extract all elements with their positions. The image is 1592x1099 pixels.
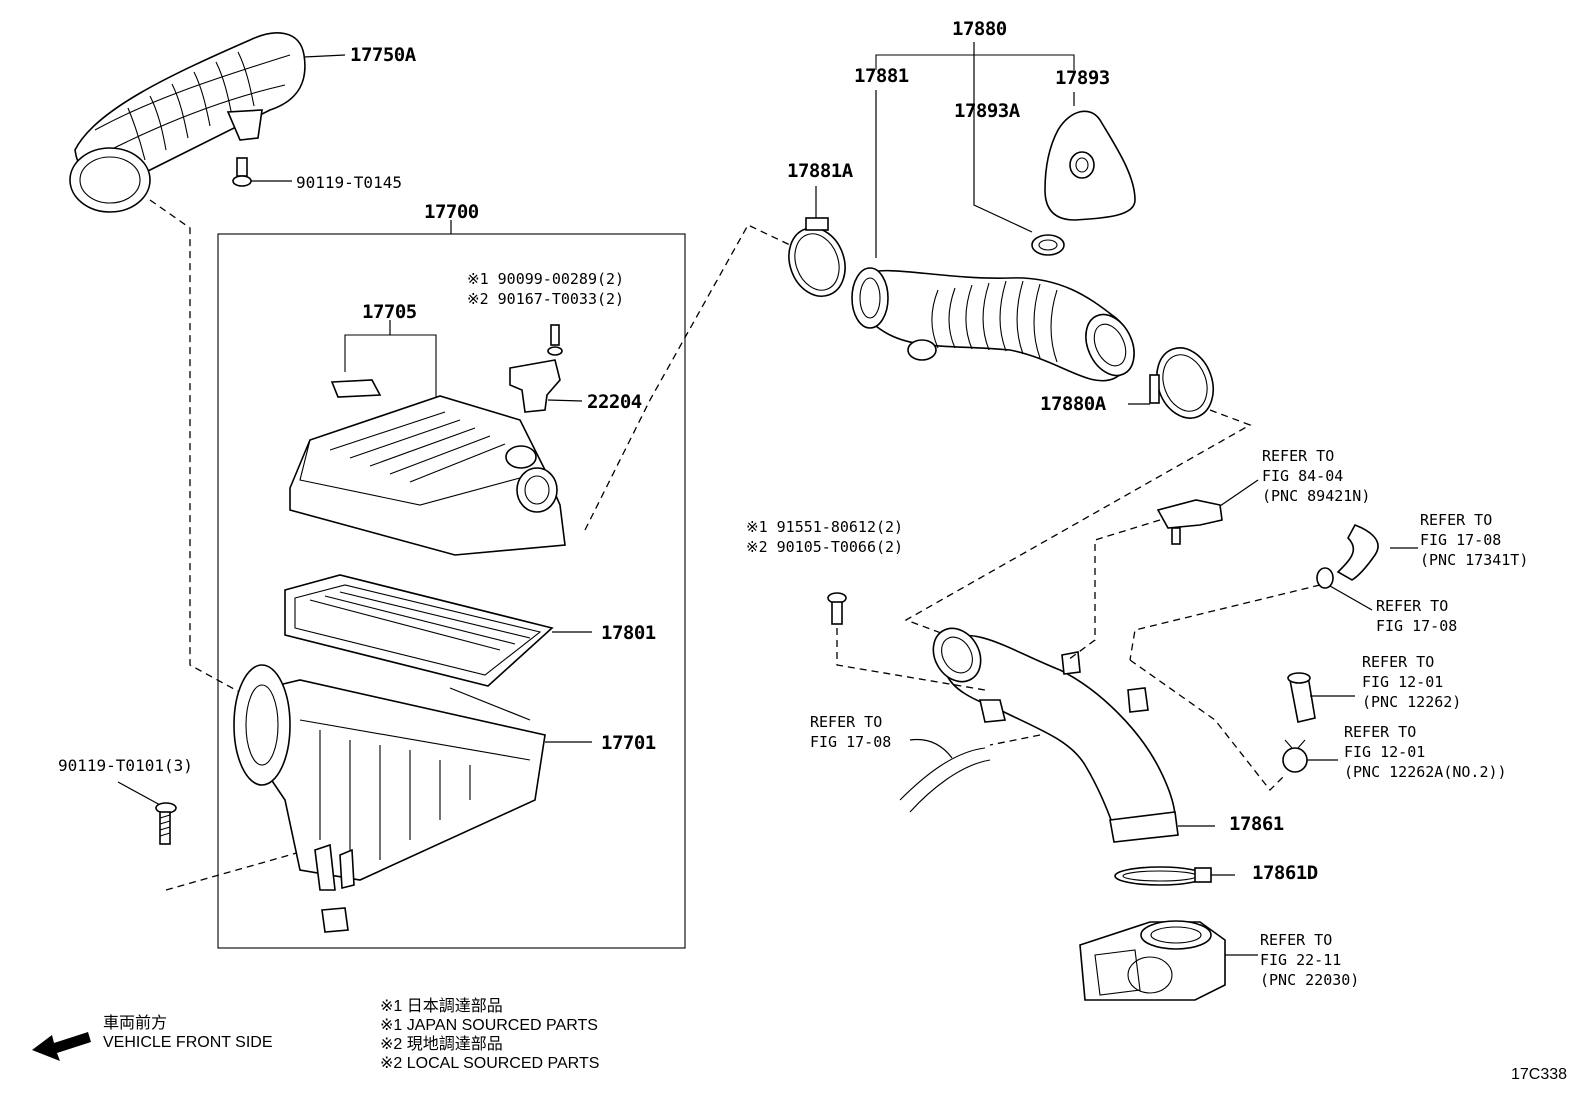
throttle-body-22030: [1079, 920, 1258, 1001]
clip-17893A: [1031, 234, 1065, 256]
direction-label-jp: 車両前方: [103, 1015, 168, 1032]
label-17880: 17880: [952, 18, 1007, 40]
hose-clamp-17881A: [788, 186, 846, 297]
label-bolt-22204-line2: ※2 90167-T0033(2): [467, 290, 625, 308]
ref-fig-17-08-left: REFER TO FIG 17-08: [810, 713, 892, 751]
ref-fig-17-08-hose: REFER TO FIG 17-08 (PNC 17341T): [1420, 511, 1529, 569]
label-17861D: 17861D: [1252, 862, 1318, 884]
note-local-sourced-jp: ※2 現地調達部品: [380, 1036, 503, 1053]
label-17750A: 17750A: [350, 44, 416, 66]
label-17893A: 17893A: [954, 100, 1020, 122]
ref-fig-12-01-a: REFER TO FIG 12-01 (PNC 12262): [1362, 653, 1462, 711]
ref-fig-84-04: REFER TO FIG 84-04 (PNC 89421N): [1262, 447, 1371, 505]
part-12262: [1287, 672, 1355, 723]
intake-duct-17750A: [69, 32, 346, 213]
ref-fig-12-01-b: REFER TO FIG 12-01 (PNC 12262A(NO.2)): [1344, 723, 1507, 781]
bolt-90119-T0101: [117, 781, 177, 845]
label-bolt-17861-line1: ※1 91551-80612(2): [746, 518, 904, 536]
clip-17-08: [1316, 567, 1373, 611]
part-12262A: [1282, 739, 1338, 773]
intake-pipe-17861: [932, 627, 1215, 843]
air-cleaner-case-17701: [233, 664, 592, 933]
label-bolt-22204-line1: ※1 90099-00289(2): [467, 270, 625, 288]
label-17880A: 17880A: [1040, 393, 1106, 415]
sensor-89421N: [1156, 479, 1259, 545]
figure-code: 17C338: [1511, 1066, 1568, 1083]
label-17881: 17881: [854, 65, 909, 87]
direction-label-en: VEHICLE FRONT SIDE: [103, 1034, 273, 1051]
vacuum-hose-17-08: [899, 738, 991, 813]
label-17705: 17705: [362, 301, 417, 323]
label-22204: 22204: [587, 391, 642, 413]
pipe-clamp-17861D: [1114, 866, 1235, 886]
label-17861: 17861: [1229, 813, 1284, 835]
vehicle-front-arrow-icon: [32, 1032, 91, 1061]
note-local-sourced-en: ※2 LOCAL SOURCED PARTS: [380, 1055, 600, 1072]
air-filter-element-17801: [284, 574, 592, 721]
ref-fig-22-11: REFER TO FIG 22-11 (PNC 22030): [1260, 931, 1360, 989]
hose-clamp-17880A: [1128, 347, 1215, 419]
label-90119-T0101: 90119-T0101(3): [58, 756, 193, 775]
bolt-17861-mount: [827, 592, 847, 625]
label-bolt-17861-line2: ※2 90105-T0066(2): [746, 538, 904, 556]
label-17881A: 17881A: [787, 160, 853, 182]
note-japan-sourced-jp: ※1 日本調達部品: [380, 998, 503, 1015]
label-17801: 17801: [601, 622, 656, 644]
ref-fig-17-08-clip: REFER TO FIG 17-08: [1376, 597, 1458, 635]
label-17700: 17700: [424, 201, 479, 223]
note-japan-sourced-en: ※1 JAPAN SOURCED PARTS: [380, 1017, 598, 1034]
label-17893: 17893: [1055, 67, 1110, 89]
label-17701: 17701: [601, 732, 656, 754]
resonator-cover-17893: [1044, 110, 1136, 221]
label-90119-T0145: 90119-T0145: [296, 173, 402, 192]
air-cleaner-hose-17881: [851, 267, 1135, 382]
air-cleaner-cap-17705: [289, 320, 566, 556]
hose-17341T: [1336, 524, 1418, 581]
air-flow-meter-22204: [509, 324, 583, 413]
